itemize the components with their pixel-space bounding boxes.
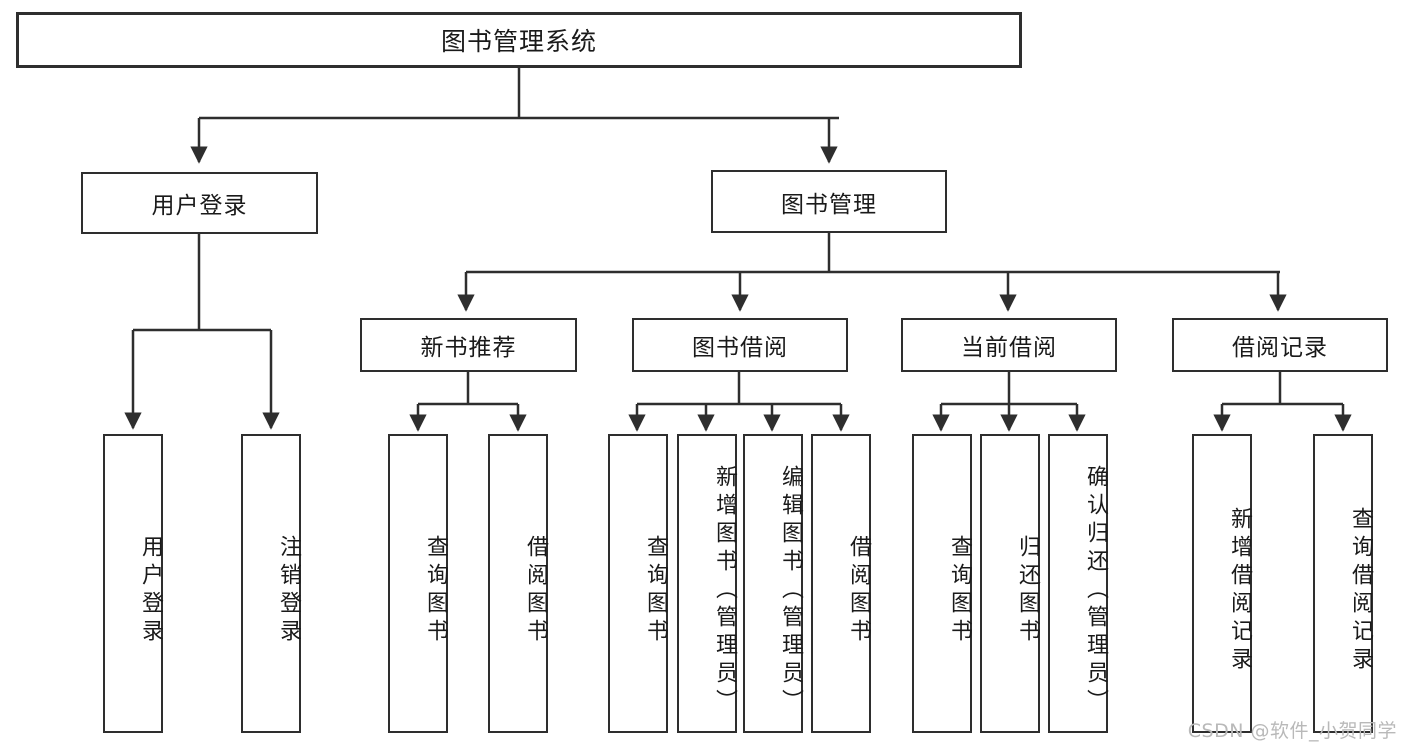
- node-new-book-recommend[interactable]: 新书推荐: [360, 318, 577, 372]
- leaf-user-logout[interactable]: 注销登录: [241, 434, 301, 733]
- csdn-watermark: CSDN @软件_小贺同学: [1187, 720, 1397, 742]
- leaf-record-query[interactable]: 查询借阅记录: [1313, 434, 1373, 733]
- leaf-label: 用户登录: [138, 534, 163, 647]
- leaf-borrow-query[interactable]: 查询图书: [608, 434, 668, 733]
- node-book-borrow[interactable]: 图书借阅: [632, 318, 848, 372]
- leaf-label: 新增借阅记录: [1227, 506, 1252, 675]
- leaf-label: 借阅图书: [523, 534, 548, 647]
- leaf-label: 新增图书（管理员）: [712, 464, 737, 717]
- leaf-label: 查询图书: [947, 534, 972, 647]
- leaf-label: 编辑图书（管理员）: [778, 464, 803, 717]
- leaf-current-confirm-return[interactable]: 确认归还（管理员）: [1048, 434, 1108, 733]
- leaf-user-login[interactable]: 用户登录: [103, 434, 163, 733]
- leaf-newbook-query[interactable]: 查询图书: [388, 434, 448, 733]
- node-root-system[interactable]: 图书管理系统: [16, 12, 1022, 68]
- leaf-borrow-borrow-book[interactable]: 借阅图书: [811, 434, 871, 733]
- leaf-label: 借阅图书: [846, 534, 871, 647]
- leaf-label: 注销登录: [276, 534, 301, 647]
- leaf-label: 查询借阅记录: [1348, 506, 1373, 675]
- leaf-borrow-add-book[interactable]: 新增图书（管理员）: [677, 434, 737, 733]
- leaf-current-query[interactable]: 查询图书: [912, 434, 972, 733]
- leaf-label: 确认归还（管理员）: [1083, 464, 1108, 717]
- node-user-login[interactable]: 用户登录: [81, 172, 318, 234]
- leaf-record-add[interactable]: 新增借阅记录: [1192, 434, 1252, 733]
- node-book-management[interactable]: 图书管理: [711, 170, 947, 233]
- node-borrow-record[interactable]: 借阅记录: [1172, 318, 1388, 372]
- leaf-borrow-edit-book[interactable]: 编辑图书（管理员）: [743, 434, 803, 733]
- leaf-label: 查询图书: [643, 534, 668, 647]
- leaf-current-return[interactable]: 归还图书: [980, 434, 1040, 733]
- leaf-label: 归还图书: [1015, 534, 1040, 647]
- node-current-borrow[interactable]: 当前借阅: [901, 318, 1117, 372]
- leaf-label: 查询图书: [423, 534, 448, 647]
- leaf-newbook-borrow[interactable]: 借阅图书: [488, 434, 548, 733]
